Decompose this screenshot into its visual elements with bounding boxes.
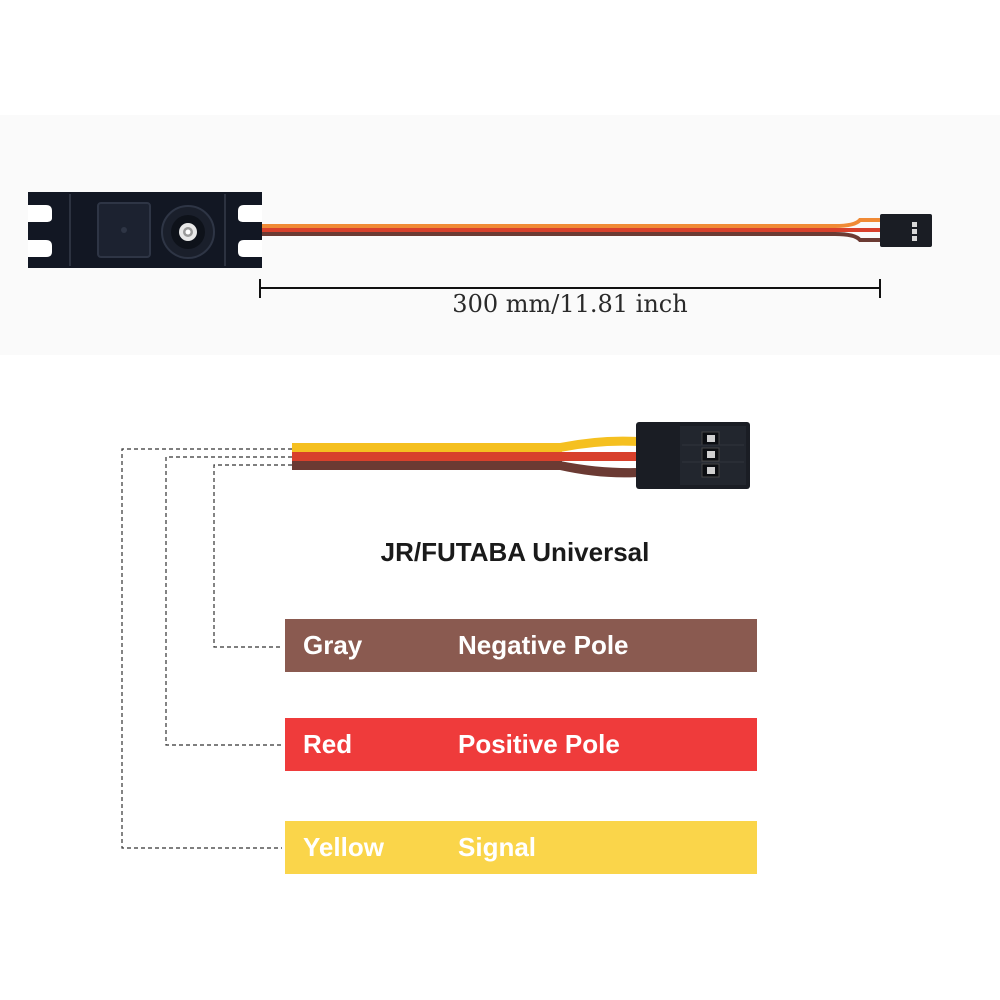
wire-row-gray: Gray Negative Pole [285, 619, 757, 672]
leader-line-gray [213, 464, 292, 648]
wire-function: Negative Pole [458, 630, 629, 660]
connector-title: JR/FUTABA Universal [380, 537, 650, 567]
wire-function: Signal [458, 832, 537, 862]
cable-length-label: 300 mm/11.81 inch [452, 290, 688, 318]
servo-connector [636, 422, 750, 489]
servo-motor [28, 192, 262, 268]
leader-line-yellow [121, 448, 292, 849]
length-dimension-line [259, 279, 881, 298]
wire-row-yellow: Yellow Signal [285, 821, 757, 874]
cable-connector-small [880, 214, 932, 247]
servo-cable [262, 218, 882, 242]
wire-bundle [292, 436, 638, 478]
wire-color-name: Gray [303, 630, 363, 660]
leader-line-red [165, 456, 292, 746]
wire-color-name: Yellow [303, 832, 384, 862]
wire-row-red: Red Positive Pole [285, 718, 757, 771]
leader-lines [121, 448, 292, 849]
wire-color-name: Red [303, 729, 353, 759]
output-shaft-icon [179, 223, 197, 241]
wire-function: Positive Pole [458, 729, 620, 759]
